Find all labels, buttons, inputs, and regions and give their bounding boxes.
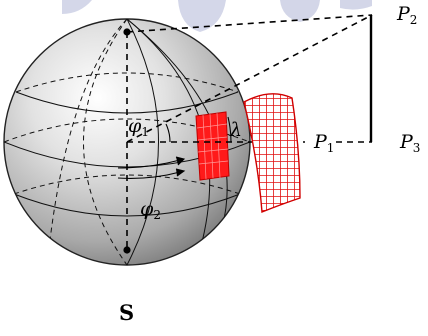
sphere-label: S bbox=[119, 300, 134, 325]
watermark-shapes bbox=[62, 0, 372, 32]
projected-patch bbox=[243, 93, 301, 214]
top-construction-line bbox=[126, 14, 373, 33]
meridian-2 bbox=[126, 19, 159, 265]
p1-label-backdrop bbox=[305, 130, 335, 154]
latitude-upper-back bbox=[15, 72, 239, 93]
latitude-lower-back bbox=[13, 174, 241, 195]
latitude-lower-front bbox=[13, 193, 241, 217]
ray-to-p2 bbox=[126, 14, 373, 143]
lambda-arc bbox=[227, 116, 232, 143]
meridian-4 bbox=[49, 19, 128, 241]
south-pole bbox=[123, 246, 131, 254]
phi1-arc bbox=[165, 123, 171, 143]
north-pole bbox=[123, 28, 131, 36]
sphere-patch bbox=[195, 111, 230, 181]
p3-label: P3 bbox=[399, 131, 420, 155]
lambda-label: λ bbox=[229, 119, 242, 141]
p2-label: P2 bbox=[396, 3, 417, 27]
rotation-arrows bbox=[117, 156, 186, 179]
p1-label: P1 bbox=[313, 131, 334, 155]
meridian-1 bbox=[83, 19, 128, 265]
phi1-label: φ1 bbox=[128, 115, 149, 139]
phi2-label: φ2 bbox=[140, 198, 161, 222]
sphere-patch-grid bbox=[196, 112, 229, 180]
